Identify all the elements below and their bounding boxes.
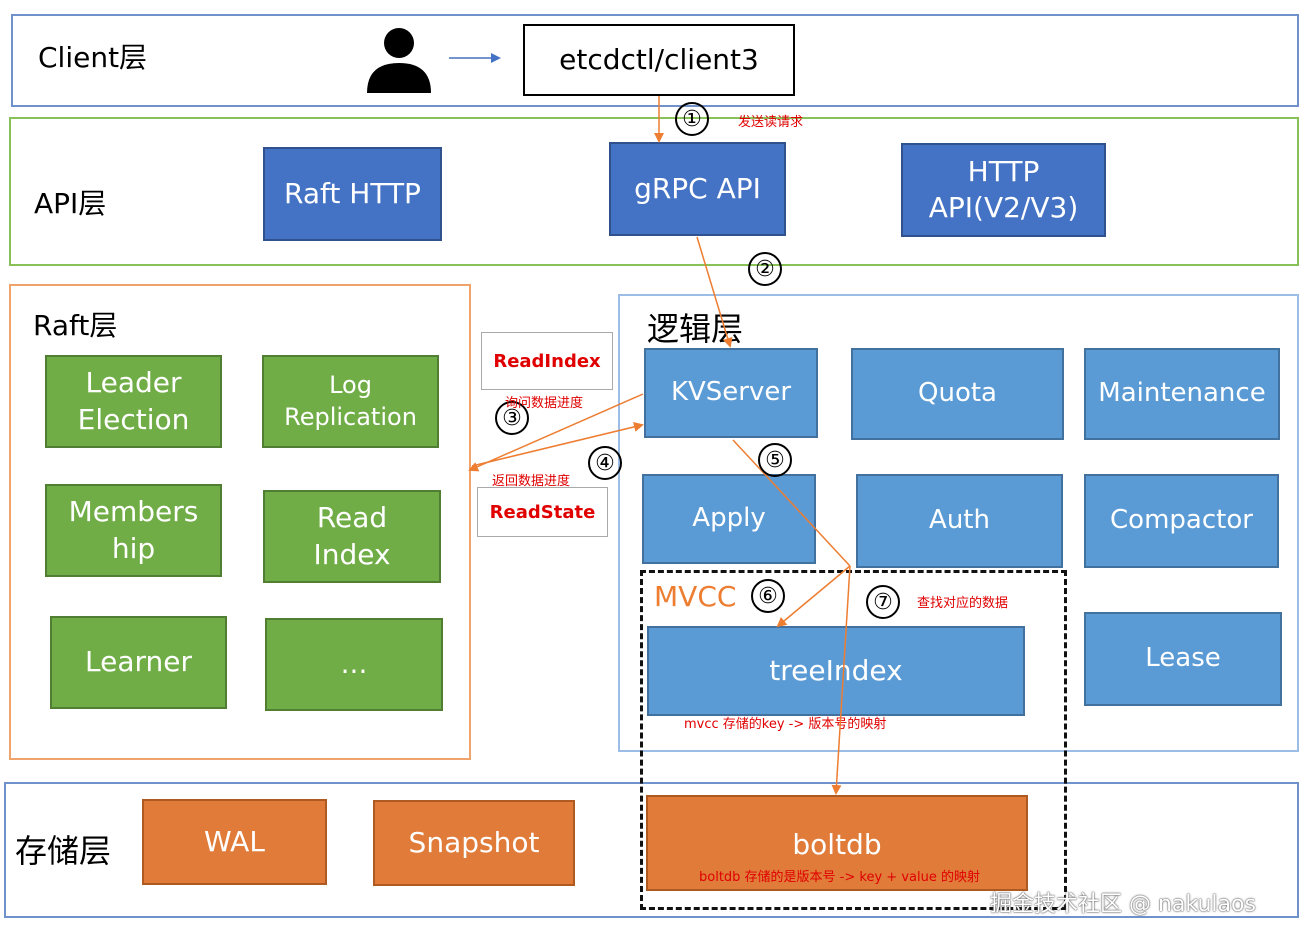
boltdb-label: boltdb: [792, 828, 882, 861]
readindex-message-box: ReadIndex: [481, 332, 613, 390]
mvcc-frame: [640, 570, 1067, 910]
grpc-api-box: gRPC API: [609, 142, 786, 236]
api-layer-frame: [9, 117, 1299, 266]
compactor-box: Compactor: [1084, 474, 1279, 568]
client-layer-frame: [11, 14, 1299, 107]
step-5-marker: ⑤: [758, 443, 792, 477]
arrow-step6: [776, 565, 851, 628]
mvcc-title: MVCC: [654, 580, 737, 613]
etcdctl-client-box: etcdctl/client3: [523, 24, 795, 96]
arrow-step3: [468, 393, 644, 472]
raft-layer-label: Raft层: [33, 309, 118, 342]
snapshot-box: Snapshot: [373, 800, 575, 886]
boltdb-box: boltdb: [646, 795, 1028, 891]
kvserver-box: KVServer: [644, 348, 818, 438]
apply-box: Apply: [642, 474, 816, 564]
auth-box: Auth: [856, 474, 1063, 568]
quota-box: Quota: [851, 348, 1064, 440]
arrow-step7: [831, 565, 851, 795]
step-7-marker: ⑦: [866, 585, 900, 619]
read-index-box: Read Index: [263, 490, 441, 583]
leader-election-box: Leader Election: [45, 355, 222, 448]
step-1-marker: ①: [675, 102, 709, 136]
wal-box: WAL: [142, 799, 327, 885]
raft-more-box: ...: [265, 618, 443, 711]
storage-layer-frame: [4, 782, 1299, 918]
watermark: 掘金技术社区 @ nakulaos: [990, 892, 1256, 917]
storage-layer-label: 存储层: [15, 832, 112, 870]
api-layer-label: API层: [34, 187, 107, 220]
arrow-step4: [471, 422, 644, 467]
treeindex-label: treeIndex: [769, 653, 903, 687]
step-6-marker: ⑥: [751, 579, 785, 613]
step-3-marker: ③: [495, 401, 529, 435]
learner-box: Learner: [50, 616, 227, 709]
arrow-step5: [732, 439, 851, 567]
step-1-label: 发送读请求: [738, 115, 804, 130]
membership-box: Members hip: [45, 484, 222, 577]
log-replication-box: Log Replication: [262, 355, 439, 448]
maintenance-box: Maintenance: [1084, 348, 1280, 440]
raft-layer-frame: [9, 284, 471, 760]
arrow-step2: [696, 236, 733, 348]
readstate-message-box: ReadState: [477, 487, 608, 537]
logic-layer-frame: [618, 294, 1299, 752]
boltdb-note: boltdb 存储的是版本号 -> key + value 的映射: [699, 870, 980, 885]
raft-http-box: Raft HTTP: [263, 147, 442, 241]
http-api-box: HTTP API(V2/V3): [901, 143, 1106, 237]
treeindex-box: treeIndex: [647, 626, 1025, 716]
step-4-label: 返回数据进度: [492, 474, 571, 489]
client-layer-label: Client层: [38, 41, 148, 74]
step-4-marker: ④: [588, 446, 622, 480]
step-3-label: 询问数据进度: [505, 396, 584, 411]
step-2-marker: ②: [748, 252, 782, 286]
user-to-cli-arrow: [449, 53, 501, 63]
lease-box: Lease: [1084, 612, 1282, 706]
user-icon: [367, 28, 431, 93]
step-7-label: 查找对应的数据: [917, 596, 1009, 611]
treeindex-note: mvcc 存储的key -> 版本号的映射: [684, 717, 887, 732]
